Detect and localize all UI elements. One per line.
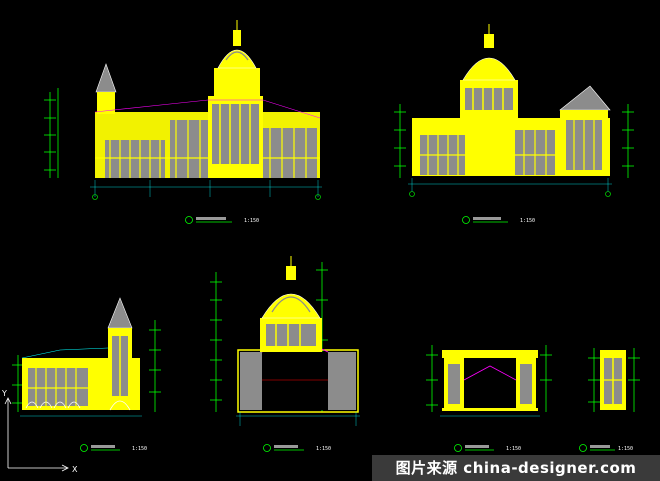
- ucs-x-label: X: [72, 465, 78, 474]
- grid-bubbles-1: [92, 194, 321, 200]
- section-body-3: [600, 350, 626, 410]
- facade-1: [94, 20, 321, 178]
- elevation-drawing-2[interactable]: 1:150: [394, 24, 634, 224]
- drawing-caption-1: 1:150: [185, 216, 259, 224]
- section-body-2: [442, 350, 538, 411]
- drawing-caption-2: 1:150: [462, 216, 535, 224]
- level-markers-left: [44, 88, 59, 178]
- drawing-caption-6: 1:150: [579, 444, 633, 452]
- level-markers-left-2: [394, 104, 406, 178]
- elevation-drawing-3[interactable]: 1:150: [12, 297, 161, 452]
- grid-lines-2: [408, 178, 612, 192]
- level-markers-3: [12, 320, 161, 412]
- drawing-caption-5: 1:150: [454, 444, 521, 452]
- grid-lines-1: [90, 180, 322, 197]
- section-drawing-3[interactable]: 1:150: [579, 348, 641, 452]
- ucs-y-label: Y: [1, 389, 7, 398]
- section-drawing-2[interactable]: 1:150: [426, 345, 552, 452]
- facade-2: [412, 24, 611, 176]
- scale-label-2: 1:150: [520, 218, 535, 224]
- scale-label-5: 1:150: [506, 446, 521, 452]
- scale-label-6: 1:150: [618, 446, 633, 452]
- grid-lines-4: [236, 412, 360, 426]
- section-body-1: [237, 256, 359, 413]
- scale-label-4: 1:150: [316, 446, 331, 452]
- grid-bubbles-2: [409, 191, 611, 197]
- drawing-caption-3: 1:150: [80, 444, 147, 452]
- level-markers-right-2: [622, 104, 634, 178]
- ucs-icon: Y X: [1, 389, 78, 474]
- elevation-drawing-1[interactable]: 1:150: [44, 20, 322, 224]
- section-drawing-1[interactable]: 1:150: [210, 256, 360, 452]
- drawing-caption-4: 1:150: [263, 444, 331, 452]
- scale-label-1: 1:150: [244, 218, 259, 224]
- facade-3: [21, 297, 140, 411]
- watermark-banner: 图片来源 china-designer.com: [372, 455, 660, 481]
- level-markers-6: [588, 348, 640, 412]
- level-markers-5: [426, 345, 552, 412]
- scale-label-3: 1:150: [132, 446, 147, 452]
